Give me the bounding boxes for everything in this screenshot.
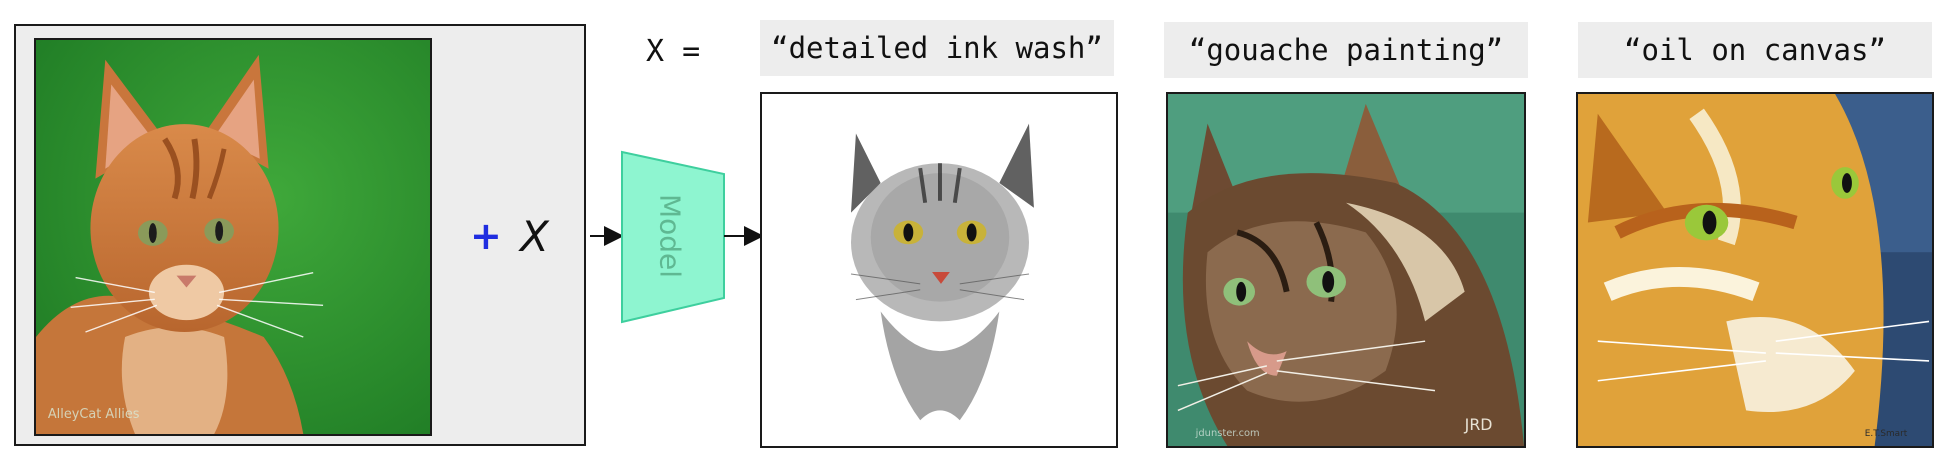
prompt-label-ink-wash: “detailed ink wash” [760, 20, 1114, 76]
gouache-signature: JRD [1464, 415, 1493, 434]
gouache-watermark: jdunster.com [1195, 428, 1260, 439]
model-box [621, 150, 725, 324]
oil-signature: E.T.Smart [1865, 429, 1908, 439]
plus-sign: + [470, 214, 502, 258]
output-ink-wash-image [760, 92, 1118, 448]
input-cat-photo: AlleyCat Allies [34, 38, 432, 436]
x-equals-label: X = [646, 34, 701, 69]
prompt-label-gouache: “gouache painting” [1164, 22, 1528, 78]
output-oil-canvas-image: E.T.Smart [1576, 92, 1934, 448]
variable-x: X [520, 212, 549, 261]
output-gouache-image: JRD jdunster.com [1166, 92, 1526, 448]
model-label: Model [653, 193, 687, 279]
prompt-label-oil-on-canvas: “oil on canvas” [1578, 22, 1932, 78]
model-flow [590, 150, 764, 324]
input-watermark: AlleyCat Allies [48, 407, 140, 422]
